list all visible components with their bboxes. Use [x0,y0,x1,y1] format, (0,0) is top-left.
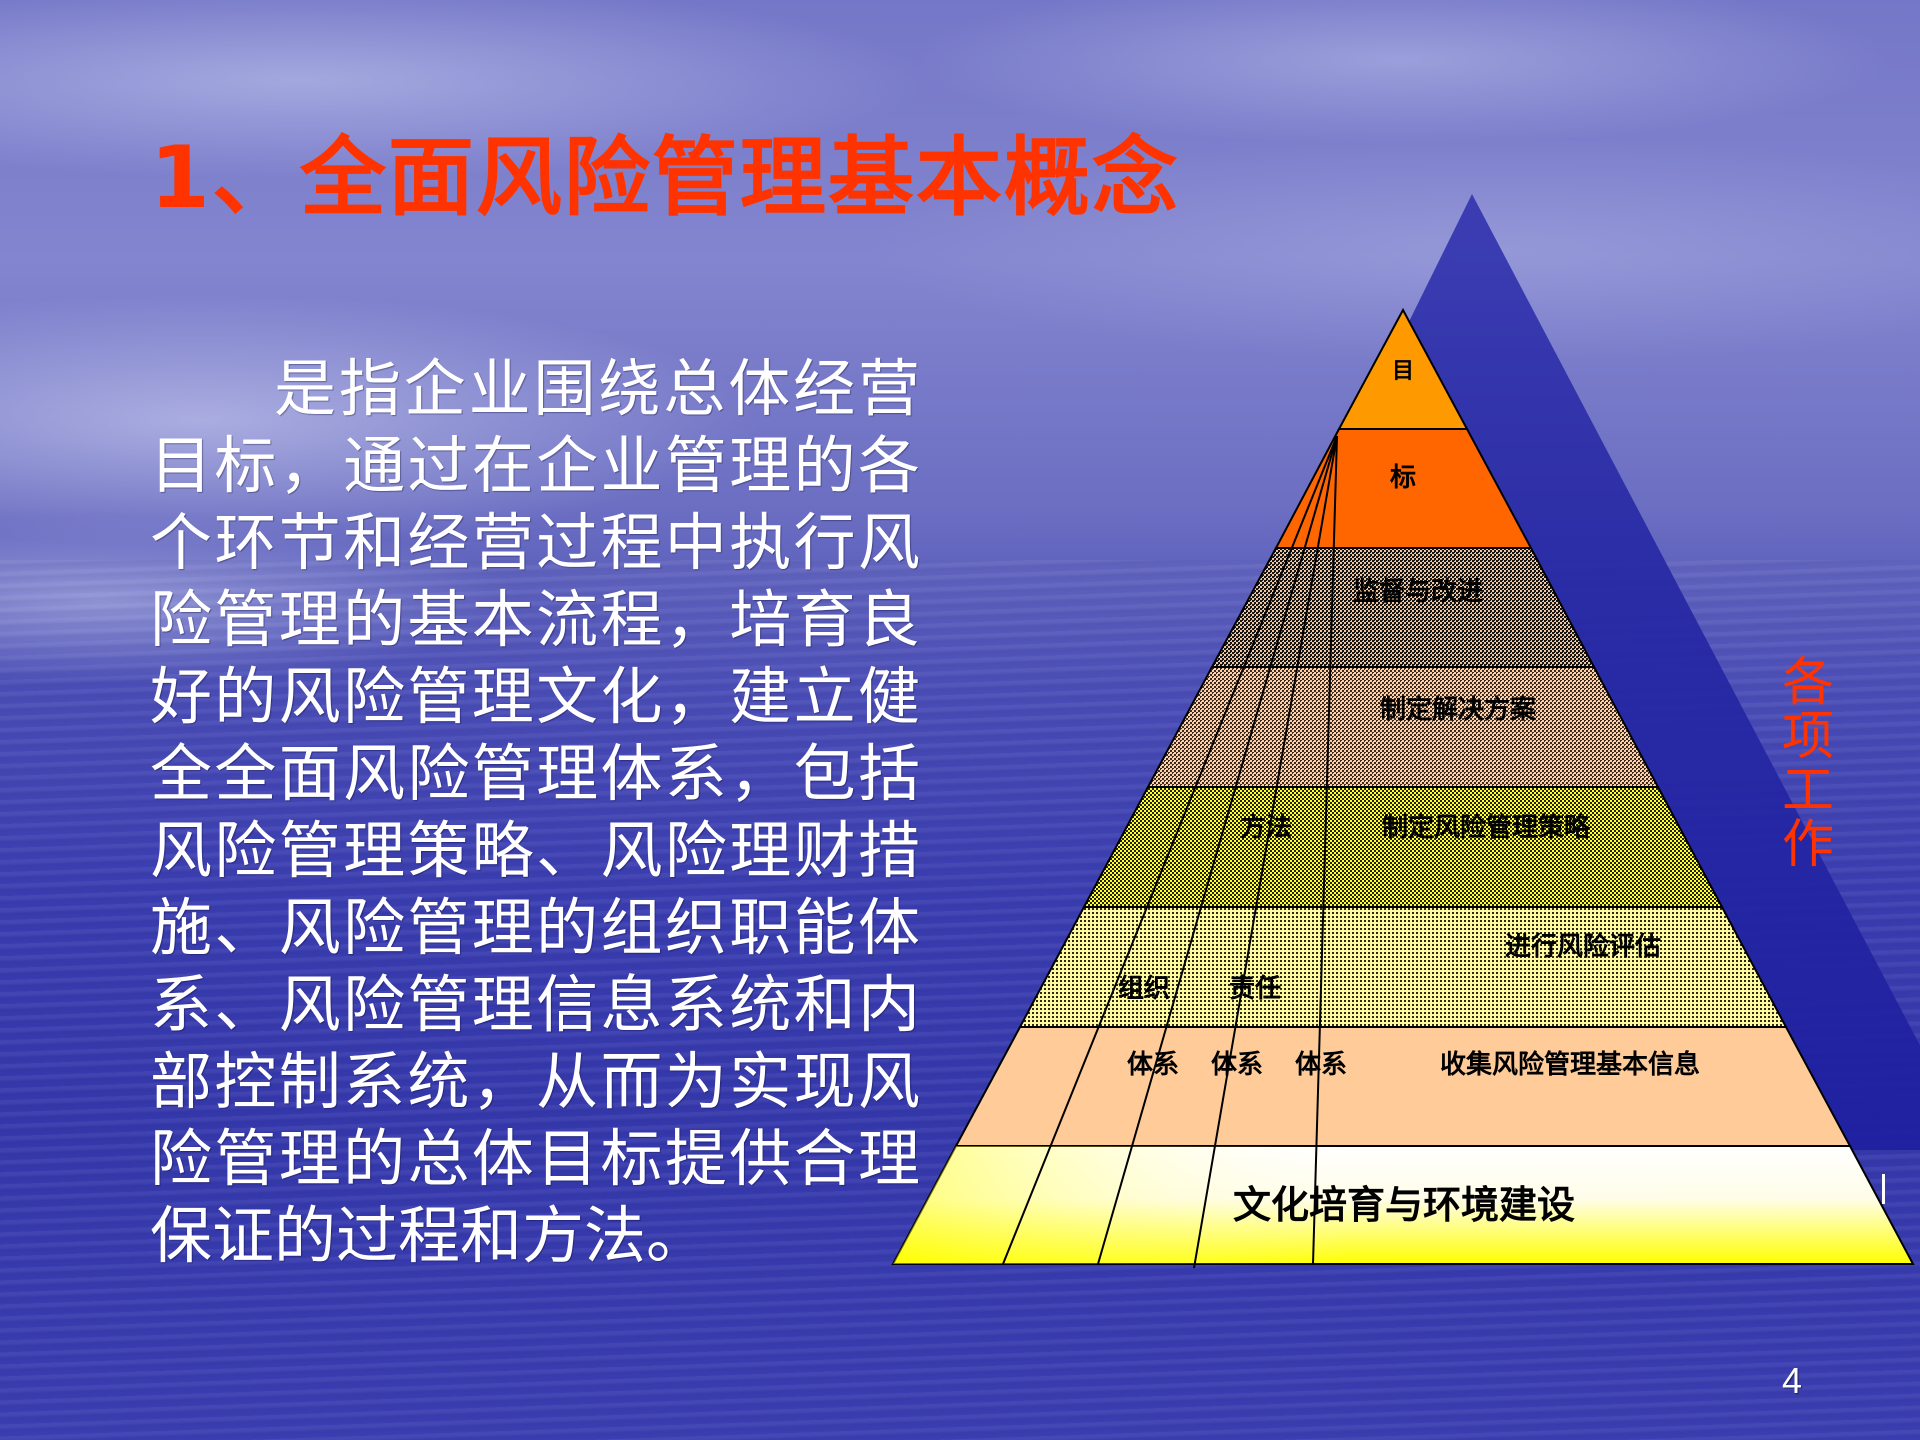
fan-label-organization: 组织 [1118,973,1170,1004]
layer-label-culture: 文化培育与环境建设 [1233,1183,1575,1227]
layer-label-solution: 制定解决方案 [1380,694,1537,725]
layer-3-monitor-improve [1210,547,1596,668]
layer-label-monitor: 监督与改进 [1353,576,1483,607]
fan-lines [1002,435,1338,1269]
fan-label-system-1: 体系 [1127,1050,1179,1080]
layer-8-gradient-overlay [893,1146,1913,1264]
layer-label-top: 目 [1392,359,1414,384]
fan-label-method: 方法 [1240,812,1292,843]
layer-label-assessment: 进行风险评估 [1505,931,1661,962]
layer-4-solution-plan [1146,666,1660,788]
fan-label-responsibility: 责任 [1229,974,1281,1004]
side-label-char-4: 作 [1781,815,1834,875]
fan-label-system-2: 体系 [1211,1050,1263,1080]
side-label-char-3: 工 [1781,761,1834,821]
layer-5-strategy [1082,786,1724,908]
side-label-char-1: 各 [1781,653,1834,713]
layer-7-collect-info [954,1026,1852,1147]
slide-title: 1、全面风险管理基本概念 [150,128,1180,228]
side-label-char-2: 项 [1781,707,1834,767]
slide-body-text: 是指企业围绕总体经营目标，通过在企业管理的各个环节和经营过程中执行风险管理的基本… [150,352,920,1272]
layer-label-collect: 收集风险管理基本信息 [1440,1049,1700,1080]
layer-label-goal: 标 [1390,463,1416,493]
layer-6-risk-assessment [1018,906,1788,1028]
decorative-tick-mark [1882,1174,1885,1204]
fan-label-system-3: 体系 [1295,1050,1347,1080]
page-number: 4 [1782,1360,1803,1401]
layer-label-strategy: 制定风险管理策略 [1382,812,1591,843]
side-label-all-work: 各 项 工 作 [1778,656,1838,872]
